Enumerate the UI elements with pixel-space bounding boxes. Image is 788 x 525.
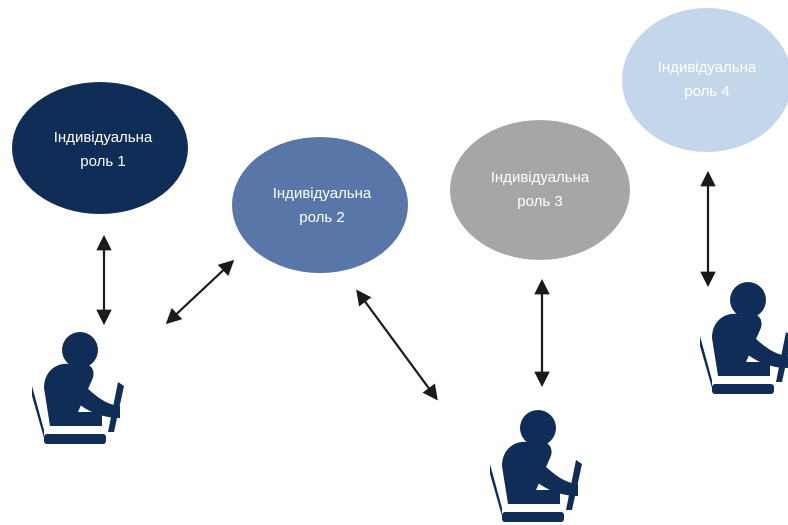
arrow-role-2-person-3: [356, 289, 438, 401]
role-1-sublabel: роль 1: [80, 153, 125, 170]
role-2-ellipse: [232, 137, 408, 273]
role-3-label: Індивідуальна: [491, 169, 590, 186]
role-3-sublabel: роль 3: [517, 193, 562, 210]
role-1-label: Індивідуальна: [54, 129, 153, 146]
role-2-label: Індивідуальна: [273, 185, 372, 202]
person-at-laptop-icon: [490, 410, 582, 522]
role-4-sublabel: роль 4: [684, 83, 729, 100]
role-4-ellipse: [622, 8, 788, 152]
role-4-label: Індивідуальна: [658, 59, 757, 76]
role-2-sublabel: роль 2: [299, 209, 344, 226]
role-1-ellipse: [12, 82, 188, 214]
role-3-ellipse: [450, 120, 630, 260]
arrow-person-1-role-2: [165, 259, 235, 325]
person-at-laptop-icon: [700, 282, 788, 394]
person-at-laptop-icon: [32, 332, 124, 444]
